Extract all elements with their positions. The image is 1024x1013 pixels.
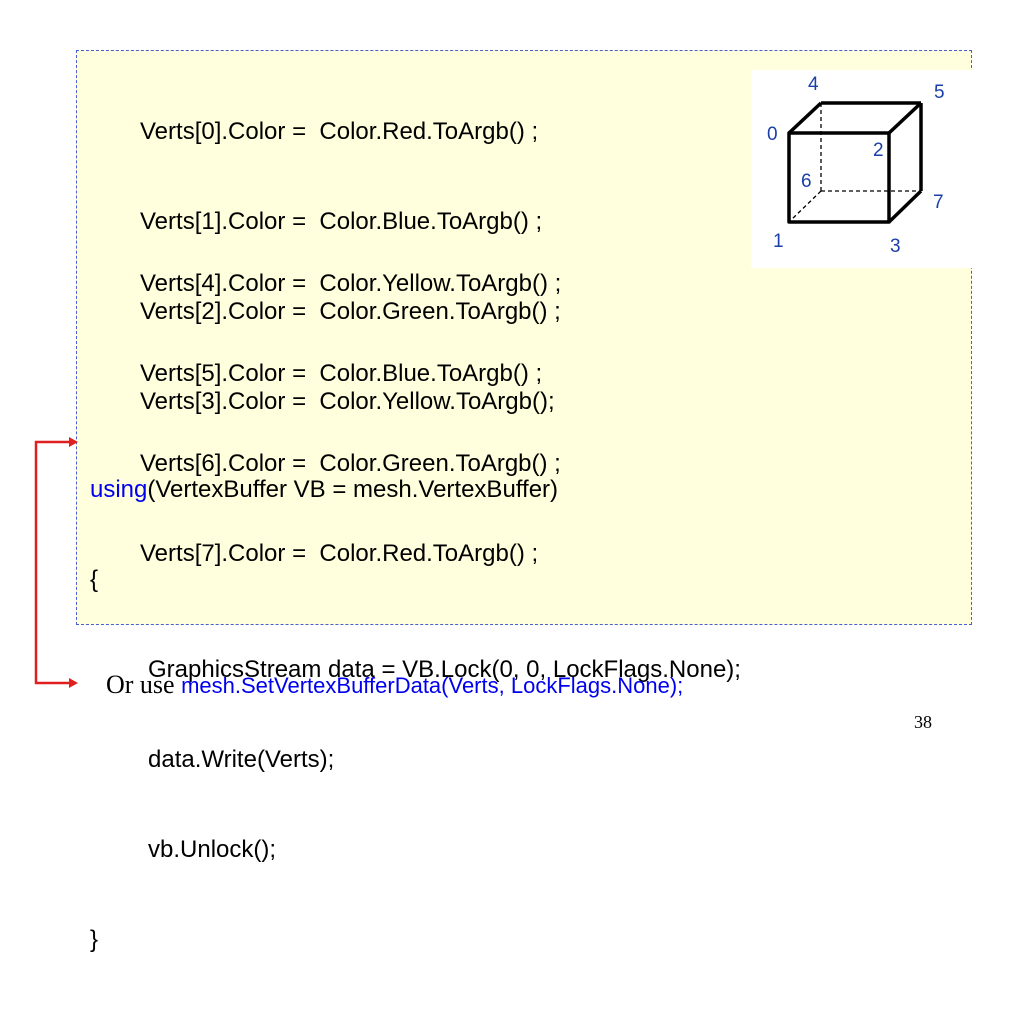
- code-line: Verts[5].Color = Color.Blue.ToArgb() ;: [140, 360, 543, 387]
- page-number: 38: [914, 712, 932, 732]
- using-keyword: using: [90, 476, 148, 503]
- or-use-text: Or use: [106, 670, 182, 699]
- vertex-label-3: 3: [890, 236, 901, 257]
- vertex-label-4: 4: [808, 74, 819, 95]
- vertex-label-6: 6: [801, 171, 812, 192]
- red-arrow-connector: [34, 437, 78, 688]
- using-block: using(VertexBuffer VB = mesh.VertexBuffe…: [90, 417, 741, 1013]
- code-line: GraphicsStream data = VB.Lock(0, 0, Lock…: [148, 656, 741, 683]
- vertex-colors-block-2: Verts[4].Color = Color.Yellow.ToArgb() ;…: [140, 211, 561, 627]
- code-line: data.Write(Verts);: [148, 746, 335, 773]
- cube-figure: 4 5 0 2 6 7 1 3: [767, 74, 945, 257]
- code-line: Verts[2].Color = Color.Green.ToArgb() ;: [140, 298, 561, 325]
- close-brace: }: [90, 926, 99, 953]
- code-line: Verts[6].Color = Color.Green.ToArgb() ;: [140, 450, 561, 477]
- code-line: Verts[1].Color = Color.Blue.ToArgb() ;: [140, 208, 543, 235]
- cube-diagram: 4 5 0 2 6 7 1 3: [751, 70, 972, 268]
- set-vertex-buffer-code: mesh.SetVertexBufferData(Verts, LockFlag…: [181, 673, 684, 698]
- vertex-label-7: 7: [933, 192, 944, 213]
- code-line: Verts[7].Color = Color.Red.ToArgb() ;: [140, 540, 539, 567]
- vertex-colors-block-1: Verts[0].Color = Color.Red.ToArgb() ; Ve…: [140, 59, 561, 475]
- using-header-rest: (VertexBuffer VB = mesh.VertexBuffer): [147, 476, 559, 503]
- using-header: using(VertexBuffer VB = mesh.VertexBuffe…: [90, 473, 741, 507]
- code-line: vb.Unlock();: [148, 836, 277, 863]
- vertex-label-0: 0: [767, 124, 778, 145]
- vertex-label-1: 1: [773, 231, 784, 252]
- open-brace: {: [90, 566, 99, 593]
- code-line: Verts[3].Color = Color.Yellow.ToArgb();: [140, 388, 555, 415]
- vertex-label-5: 5: [934, 82, 945, 103]
- vertex-label-2: 2: [873, 140, 884, 161]
- alternative-call-note: Or use mesh.SetVertexBufferData(Verts, L…: [106, 670, 683, 700]
- code-line: Verts[0].Color = Color.Red.ToArgb() ;: [140, 118, 539, 145]
- code-line: Verts[4].Color = Color.Yellow.ToArgb() ;: [140, 270, 562, 297]
